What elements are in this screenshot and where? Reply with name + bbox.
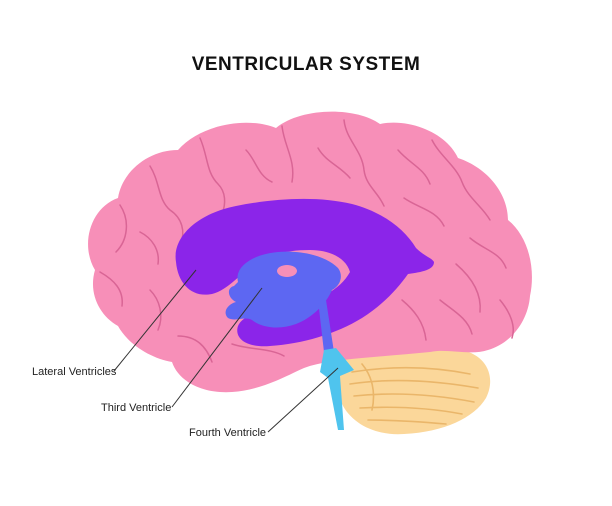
page-title: VENTRICULAR SYSTEM: [191, 54, 421, 75]
cerebral-aqueduct: [318, 300, 334, 352]
cerebellum-folds: [349, 363, 479, 425]
leader-line-lateral: [113, 269, 197, 372]
label-lateral-ventricles: Lateral Ventricles: [32, 366, 117, 378]
cerebrum: [88, 111, 532, 393]
label-third-ventricle: Third Ventricle: [101, 402, 172, 414]
leader-lines: [113, 269, 339, 433]
lateral-ventricles: [175, 198, 434, 347]
fourth-ventricle: [320, 348, 354, 430]
leader-line-third: [171, 287, 263, 408]
leader-line-fourth: [267, 367, 339, 433]
label-fourth-ventricle: Fourth Ventricle: [189, 427, 267, 439]
third-ventricle: [225, 251, 341, 328]
interthalamic-adhesion: [277, 265, 297, 277]
